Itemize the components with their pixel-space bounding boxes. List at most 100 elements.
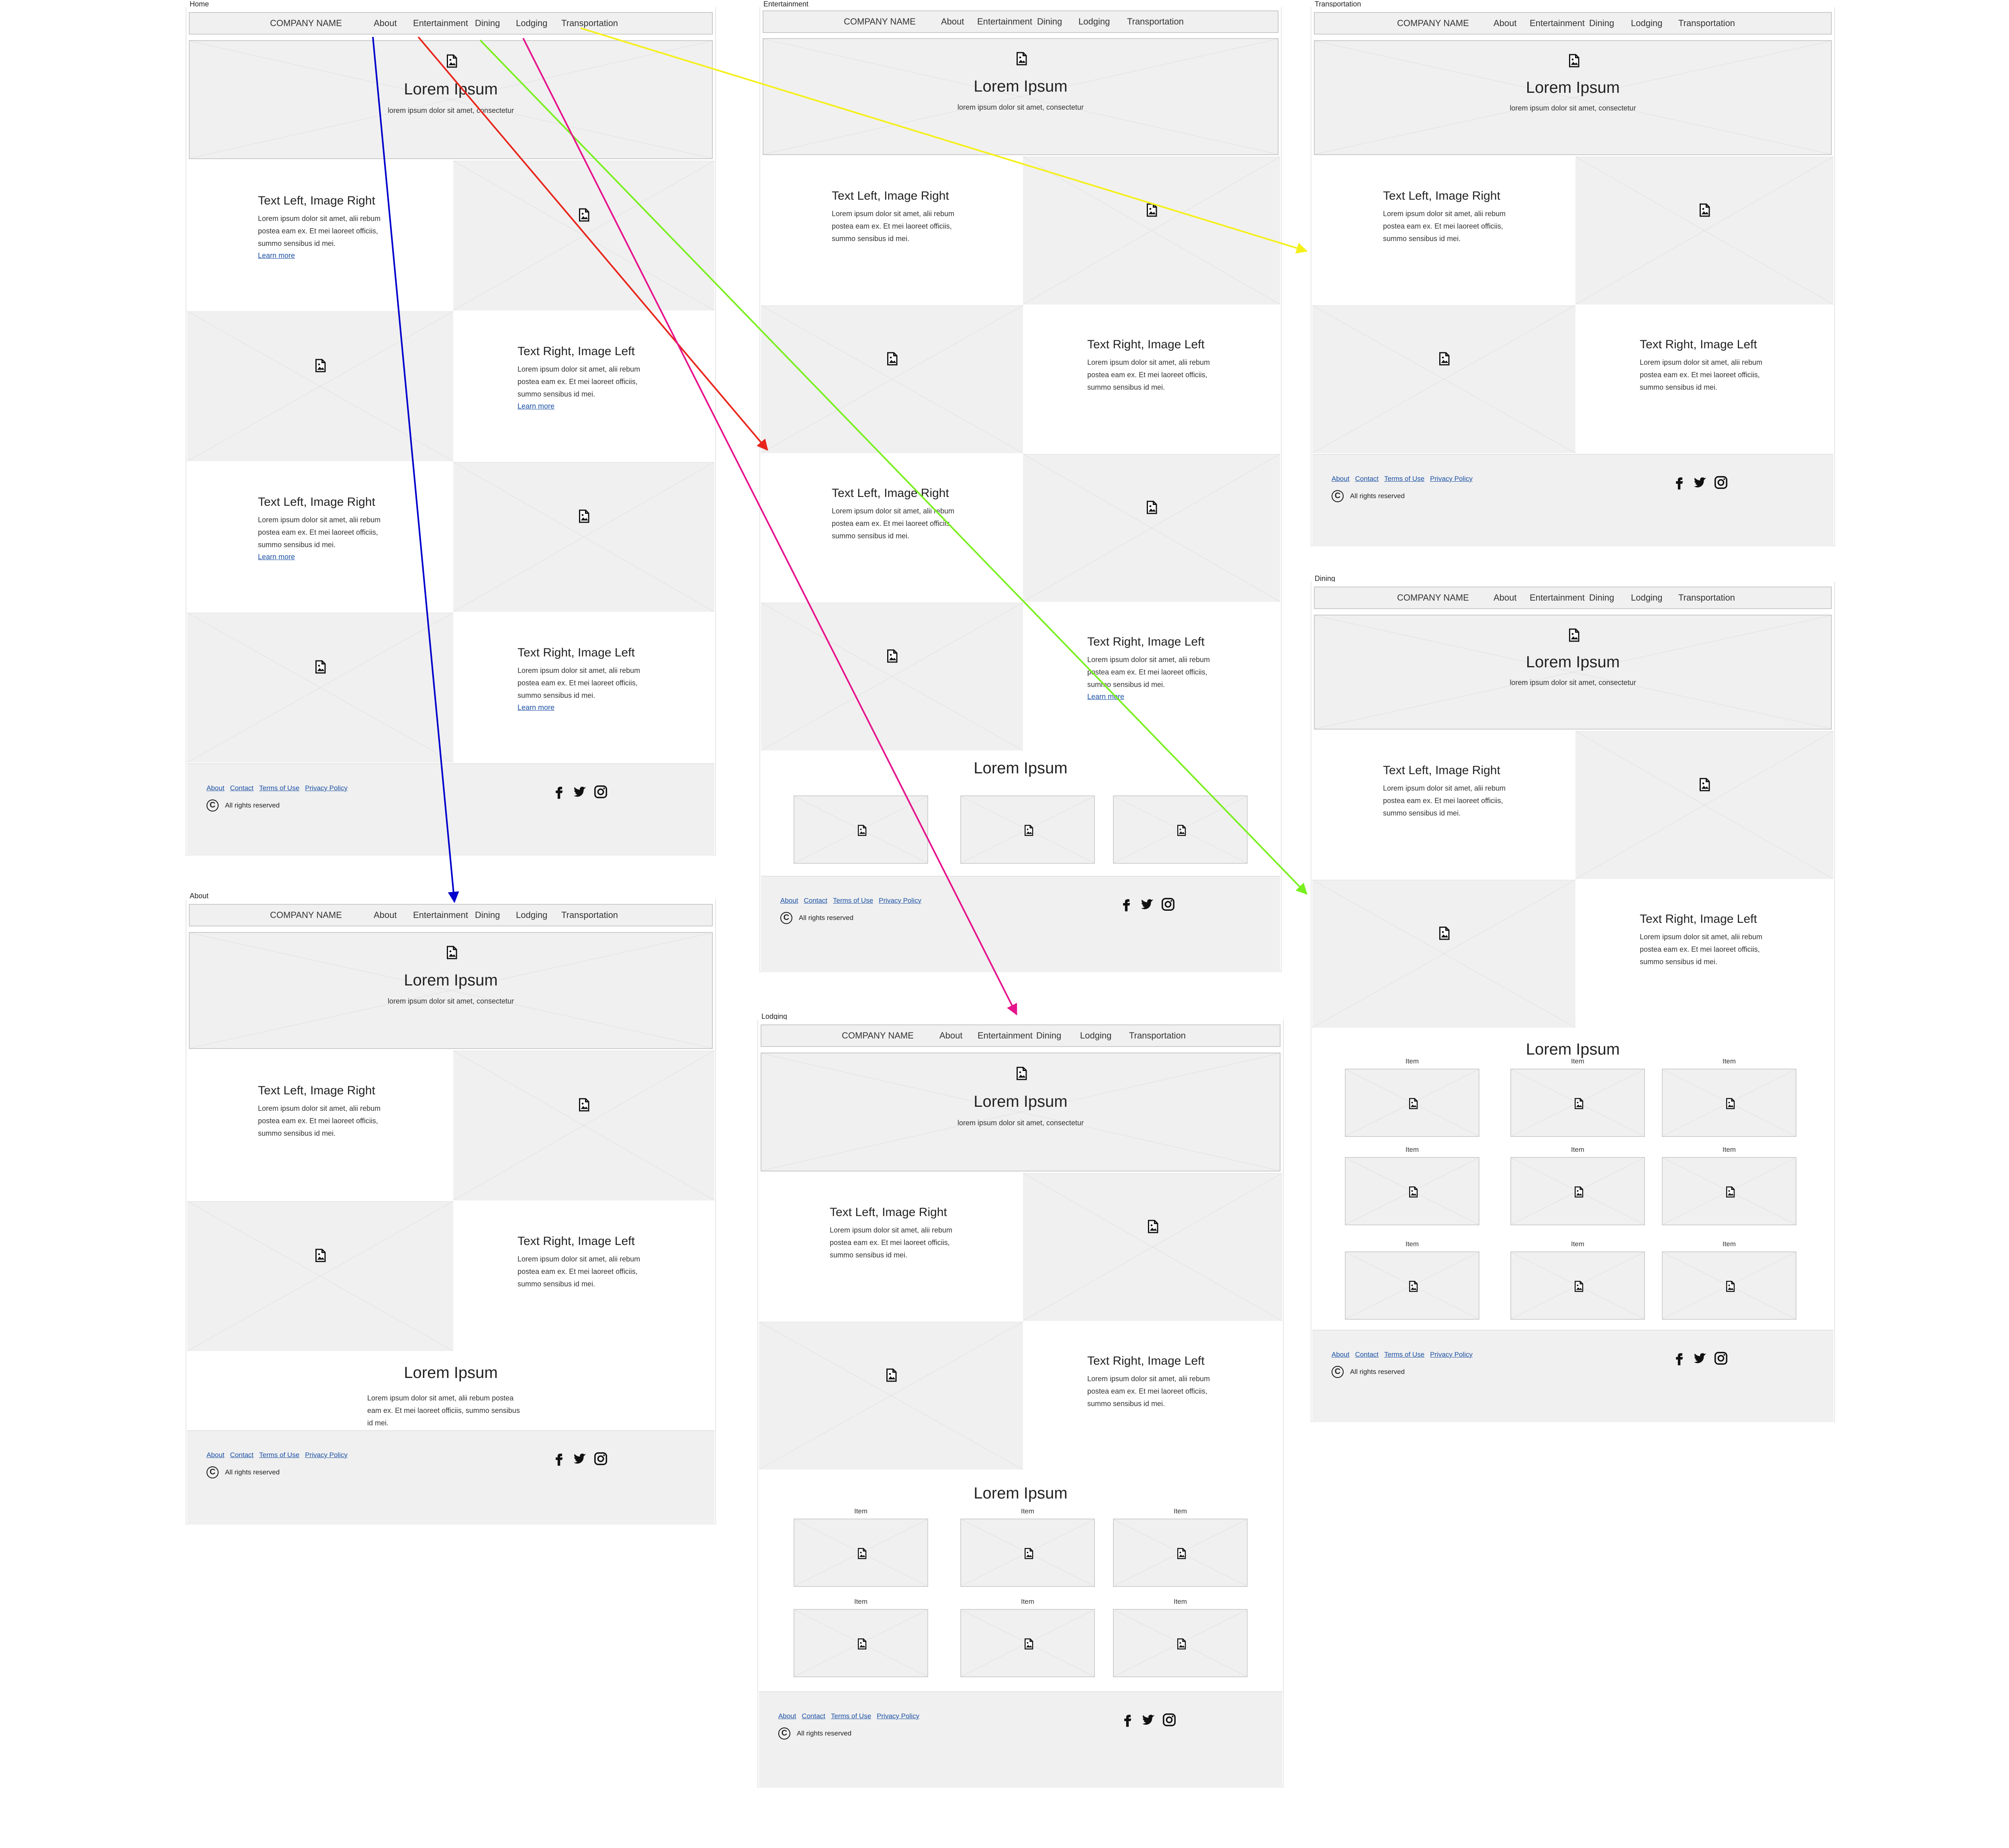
twitter-icon[interactable] xyxy=(1692,475,1708,490)
footer-link-privacy-policy[interactable]: Privacy Policy xyxy=(879,897,921,904)
company-name[interactable]: COMPANY NAME xyxy=(270,910,342,920)
nav-link-dining[interactable]: Dining xyxy=(1589,18,1614,28)
instagram-icon[interactable] xyxy=(1160,897,1176,912)
learn-more-link[interactable]: Learn more xyxy=(518,703,555,711)
nav-link-lodging[interactable]: Lodging xyxy=(516,18,548,28)
learn-more-link[interactable]: Learn more xyxy=(258,552,295,561)
nav-link-transportation[interactable]: Transportation xyxy=(561,18,618,28)
facebook-icon[interactable] xyxy=(1671,475,1687,490)
nav-link-dining[interactable]: Dining xyxy=(1037,16,1062,27)
nav-link-entertainment[interactable]: Entertainment xyxy=(977,16,1032,27)
footer-link-contact[interactable]: Contact xyxy=(804,897,828,904)
company-name[interactable]: COMPANY NAME xyxy=(1397,18,1469,28)
block-body: Lorem ipsum dolor sit amet, alii rebum p… xyxy=(1087,1375,1210,1408)
twitter-icon[interactable] xyxy=(572,784,587,799)
facebook-icon[interactable] xyxy=(1120,1712,1135,1727)
nav-link-entertainment[interactable]: Entertainment xyxy=(978,1030,1033,1041)
footer-link-terms-of-use[interactable]: Terms of Use xyxy=(1384,1351,1425,1358)
nav-link-dining[interactable]: Dining xyxy=(475,910,500,920)
twitter-icon[interactable] xyxy=(1692,1351,1708,1366)
footer-link-about[interactable]: About xyxy=(207,784,225,792)
footer-link-privacy-policy[interactable]: Privacy Policy xyxy=(877,1712,919,1720)
nav-link-dining[interactable]: Dining xyxy=(1036,1030,1062,1041)
nav-link-transportation[interactable]: Transportation xyxy=(1678,18,1735,28)
footer-link-contact[interactable]: Contact xyxy=(1355,475,1379,482)
nav-link-about[interactable]: About xyxy=(939,1030,963,1041)
footer-link-terms-of-use[interactable]: Terms of Use xyxy=(831,1712,872,1720)
nav-link-about[interactable]: About xyxy=(941,16,964,27)
footer-link-privacy-policy[interactable]: Privacy Policy xyxy=(305,784,348,792)
company-name[interactable]: COMPANY NAME xyxy=(842,1030,914,1041)
nav-link-entertainment[interactable]: Entertainment xyxy=(413,18,468,28)
instagram-icon[interactable] xyxy=(1162,1712,1177,1727)
facebook-icon[interactable] xyxy=(1671,1351,1687,1366)
nav-link-transportation[interactable]: Transportation xyxy=(1678,593,1735,603)
instagram-icon[interactable] xyxy=(1713,1351,1729,1366)
learn-more-link[interactable]: Learn more xyxy=(1087,693,1125,701)
placeholder-cross xyxy=(1312,880,1575,1028)
image-icon xyxy=(1409,1281,1418,1292)
gallery-item-label: Item xyxy=(1173,1598,1187,1605)
company-name[interactable]: COMPANY NAME xyxy=(1397,593,1469,603)
instagram-icon[interactable] xyxy=(593,1451,608,1466)
nav-link-transportation[interactable]: Transportation xyxy=(1127,16,1184,27)
footer-link-about[interactable]: About xyxy=(1332,1351,1350,1358)
nav-link-about[interactable]: About xyxy=(1493,593,1517,603)
company-name[interactable]: COMPANY NAME xyxy=(270,18,342,28)
footer-link-privacy-policy[interactable]: Privacy Policy xyxy=(305,1451,348,1459)
footer-link-terms-of-use[interactable]: Terms of Use xyxy=(259,784,300,792)
nav-link-about[interactable]: About xyxy=(1493,18,1517,28)
instagram-icon[interactable] xyxy=(1713,475,1729,490)
company-name[interactable]: COMPANY NAME xyxy=(844,16,916,27)
instagram-icon[interactable] xyxy=(593,784,608,799)
footer-link-about[interactable]: About xyxy=(778,1712,796,1720)
nav-link-entertainment[interactable]: Entertainment xyxy=(1530,593,1585,603)
placeholder-cross xyxy=(187,1201,453,1351)
nav-link-dining[interactable]: Dining xyxy=(475,18,500,28)
nav-link-lodging[interactable]: Lodging xyxy=(1080,1030,1112,1041)
copyright-text: All rights reserved xyxy=(799,914,854,922)
footer-link-contact[interactable]: Contact xyxy=(230,1451,254,1459)
nav-link-dining[interactable]: Dining xyxy=(1589,593,1614,603)
footer-link-terms-of-use[interactable]: Terms of Use xyxy=(259,1451,300,1459)
footer-link-about[interactable]: About xyxy=(207,1451,225,1459)
nav-link-lodging[interactable]: Lodging xyxy=(516,910,548,920)
block-body: Lorem ipsum dolor sit amet, alii rebum p… xyxy=(1383,210,1506,243)
footer-link-privacy-policy[interactable]: Privacy Policy xyxy=(1430,1351,1473,1358)
footer-link-terms-of-use[interactable]: Terms of Use xyxy=(833,897,874,904)
footer-link-contact[interactable]: Contact xyxy=(230,784,254,792)
nav-link-lodging[interactable]: Lodging xyxy=(1631,593,1663,603)
nav-link-about[interactable]: About xyxy=(374,18,397,28)
twitter-icon[interactable] xyxy=(1141,1712,1156,1727)
footer-link-privacy-policy[interactable]: Privacy Policy xyxy=(1430,475,1473,482)
nav-link-lodging[interactable]: Lodging xyxy=(1631,18,1663,28)
facebook-icon[interactable] xyxy=(551,784,567,799)
footer-link-contact[interactable]: Contact xyxy=(802,1712,826,1720)
nav-link-entertainment[interactable]: Entertainment xyxy=(413,910,468,920)
footer-link-contact[interactable]: Contact xyxy=(1355,1351,1379,1358)
gallery-item xyxy=(1510,1251,1645,1320)
hero-subtitle: lorem ipsum dolor sit amet, consectetur xyxy=(957,103,1084,112)
footer-link-terms-of-use[interactable]: Terms of Use xyxy=(1384,475,1425,482)
facebook-icon[interactable] xyxy=(551,1451,567,1466)
footer-link-about[interactable]: About xyxy=(780,897,798,904)
nav-link-transportation[interactable]: Transportation xyxy=(561,910,618,920)
facebook-icon[interactable] xyxy=(1119,897,1134,912)
placeholder-cross xyxy=(453,161,714,311)
nav-link-lodging[interactable]: Lodging xyxy=(1078,16,1110,27)
hero-subtitle: lorem ipsum dolor sit amet, consectetur xyxy=(957,1118,1084,1127)
nav-link-transportation[interactable]: Transportation xyxy=(1129,1030,1186,1041)
block-body: Lorem ipsum dolor sit amet, alii rebum p… xyxy=(518,666,640,699)
twitter-icon[interactable] xyxy=(572,1451,587,1466)
footer-link-about[interactable]: About xyxy=(1332,475,1350,482)
learn-more-link[interactable]: Learn more xyxy=(258,251,295,260)
nav-link-about[interactable]: About xyxy=(374,910,397,920)
nav-link-entertainment[interactable]: Entertainment xyxy=(1530,18,1585,28)
learn-more-link[interactable]: Learn more xyxy=(518,402,555,410)
twitter-icon[interactable] xyxy=(1140,897,1155,912)
